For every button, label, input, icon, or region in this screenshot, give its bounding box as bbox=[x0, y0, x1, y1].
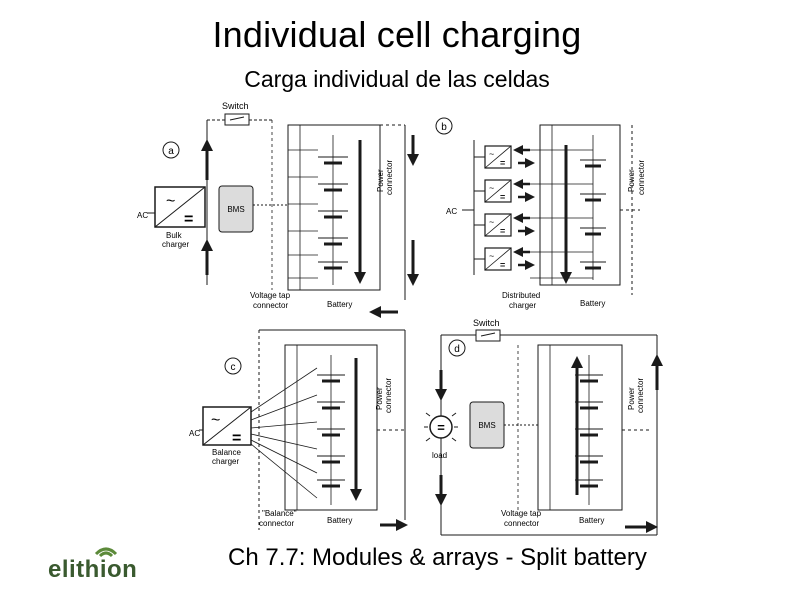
panel-a-tap-label-2: connector bbox=[253, 301, 288, 310]
panel-a-battery-frame bbox=[287, 124, 381, 291]
panel-b-charger-modules bbox=[484, 145, 512, 271]
svg-text:=: = bbox=[500, 192, 505, 202]
slide-subtitle: Carga individual de las celdas bbox=[244, 66, 550, 92]
slide-footer: Ch 7.7: Modules & arrays - Split battery bbox=[228, 544, 647, 571]
panel-a-letter-badge bbox=[162, 141, 180, 159]
panel-a-switch-label: Switch bbox=[222, 101, 249, 111]
svg-text:=: = bbox=[184, 211, 193, 228]
panel-b-battery-label: Battery bbox=[580, 299, 605, 308]
panel-a-bms-label: BMS bbox=[227, 205, 244, 214]
panel-a-tap-label-1: Voltage tap bbox=[250, 291, 291, 300]
panel-c-letter-badge bbox=[224, 357, 242, 375]
panel-c-tap-label-2: connector bbox=[259, 519, 294, 528]
panel-b-letter: b bbox=[441, 122, 447, 133]
panel-a: a Switch ~ = AC Bulk charger BMS bbox=[137, 101, 419, 310]
panel-b-battery-frame bbox=[539, 124, 621, 286]
svg-text:~: ~ bbox=[489, 183, 494, 193]
panel-c-charger-label-1: Balance bbox=[212, 448, 241, 457]
wifi-arc-icon bbox=[94, 547, 118, 558]
panel-b-power-label-2: connector bbox=[637, 160, 646, 195]
panel-a-charger-label-2: charger bbox=[162, 240, 189, 249]
panel-a-switch bbox=[224, 113, 250, 126]
panel-c-battery-frame bbox=[284, 344, 378, 511]
panel-d-bms-label: BMS bbox=[478, 421, 495, 430]
slide-title: Individual cell charging bbox=[212, 14, 582, 55]
svg-text:=: = bbox=[500, 260, 505, 270]
svg-text:=: = bbox=[232, 430, 241, 447]
svg-text:~: ~ bbox=[211, 412, 220, 429]
panel-d: d Switch = load BMS bbox=[424, 318, 663, 536]
panel-b-charger-label-2: charger bbox=[509, 301, 536, 310]
panel-a-charger-label-1: Bulk bbox=[166, 231, 183, 240]
panel-a-power-label-2: connector bbox=[385, 160, 394, 195]
panel-a-power-label-1: Power bbox=[376, 169, 385, 192]
panel-d-letter-badge bbox=[448, 339, 466, 357]
logo-wordmark: elithion bbox=[48, 556, 138, 583]
panel-d-power-label-2: connector bbox=[636, 378, 645, 413]
panel-a-letter: a bbox=[168, 146, 174, 157]
panel-d-switch bbox=[475, 329, 501, 342]
panel-b-charger-label-1: Distributed bbox=[502, 291, 540, 300]
svg-text:~: ~ bbox=[489, 217, 494, 227]
panel-d-letter: d bbox=[454, 344, 460, 355]
panel-c-letter: c bbox=[231, 362, 236, 373]
panel-d-cells bbox=[575, 355, 603, 505]
svg-text:~: ~ bbox=[166, 193, 175, 210]
panel-d-tap-label-2: connector bbox=[504, 519, 539, 528]
panel-b-cells bbox=[580, 135, 606, 280]
elithion-logo: elithion bbox=[36, 540, 144, 588]
svg-text:=: = bbox=[437, 420, 445, 435]
panel-c-power-label-2: connector bbox=[384, 378, 393, 413]
panel-d-load-label: load bbox=[432, 451, 447, 460]
panel-a-battery-label: Battery bbox=[327, 300, 352, 309]
svg-text:~: ~ bbox=[489, 251, 494, 261]
svg-text:=: = bbox=[500, 158, 505, 168]
panel-c-tap-label-1: "Balance" bbox=[262, 509, 297, 518]
svg-text:~: ~ bbox=[489, 149, 494, 159]
panel-c-ac-label: AC bbox=[189, 429, 200, 438]
panel-a-ac-label: AC bbox=[137, 211, 148, 220]
panel-b: b AC ~ = ~ = ~ = ~ = bbox=[435, 117, 646, 310]
panel-d-battery-frame bbox=[537, 344, 623, 511]
panel-c: c ~ = AC Balance charger Power bbox=[189, 306, 408, 531]
panel-b-ac-label: AC bbox=[446, 207, 457, 216]
panel-c-cells bbox=[317, 355, 345, 505]
panel-c-battery-label: Battery bbox=[327, 516, 352, 525]
panel-c-charger-label-2: charger bbox=[212, 457, 239, 466]
panel-a-cells bbox=[318, 135, 348, 285]
panel-b-letter-badge bbox=[435, 117, 453, 135]
panel-d-switch-label: Switch bbox=[473, 318, 500, 328]
panel-d-battery-label: Battery bbox=[579, 516, 604, 525]
svg-text:=: = bbox=[500, 226, 505, 236]
panel-d-load bbox=[429, 415, 453, 439]
panel-d-power-label-1: Power bbox=[627, 387, 636, 410]
panel-a-bms bbox=[218, 185, 254, 233]
panel-c-power-label-1: Power bbox=[375, 387, 384, 410]
panel-d-tap-label-1: Voltage tap bbox=[501, 509, 542, 518]
